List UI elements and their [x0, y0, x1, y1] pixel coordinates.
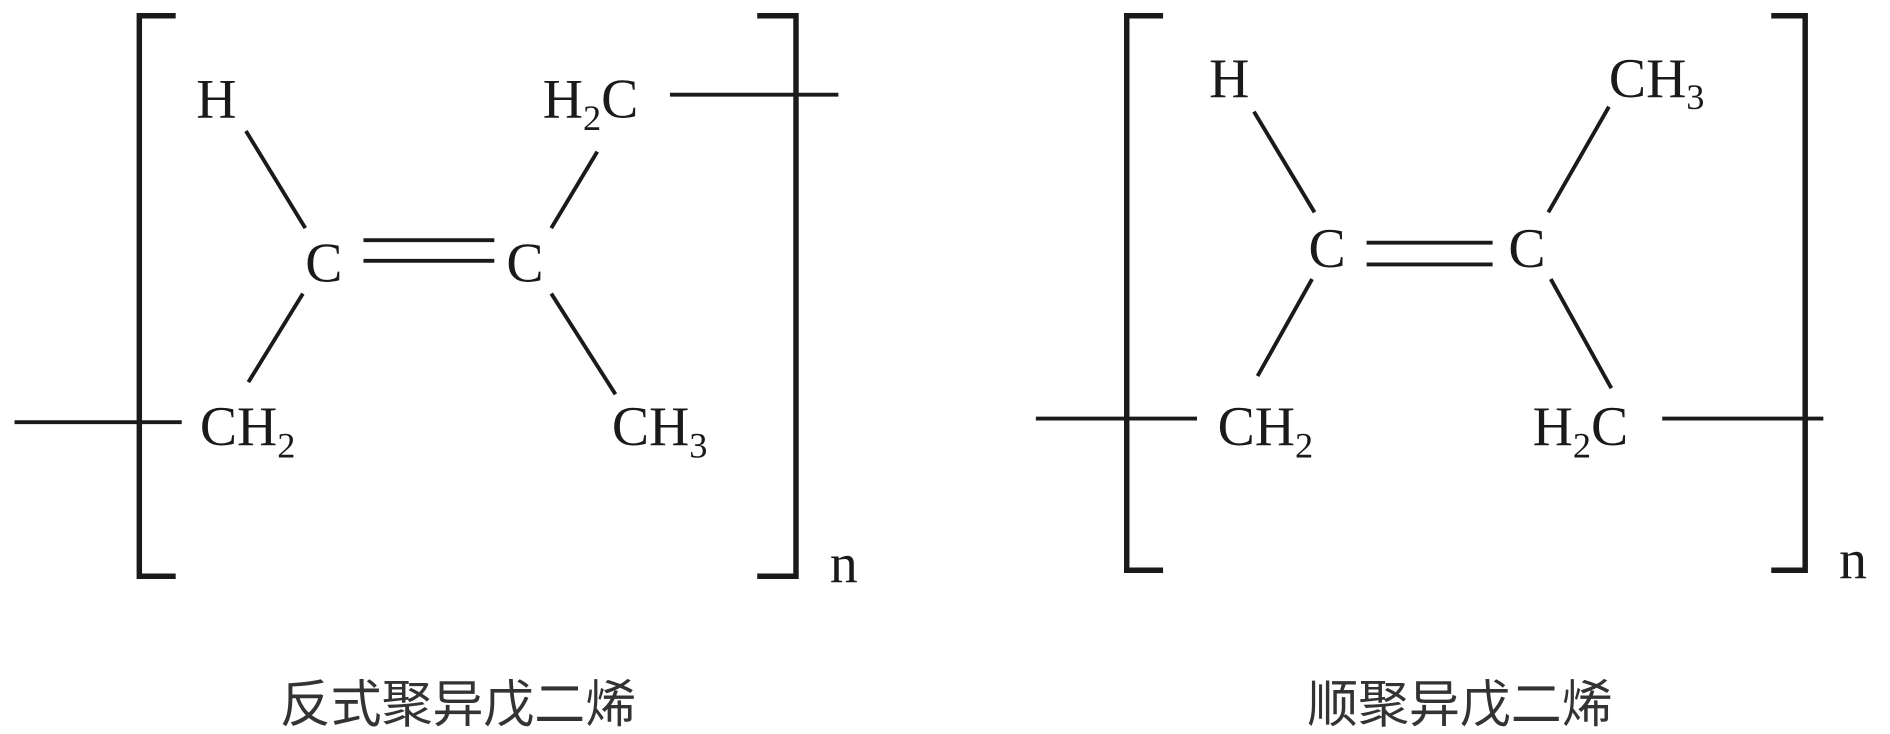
- atom-h: H: [1209, 48, 1249, 110]
- atom-c1: C: [305, 232, 342, 294]
- atom-ch2: CH2: [200, 396, 296, 465]
- atom-h2c: H2C: [1533, 396, 1629, 465]
- bond: [244, 130, 307, 230]
- bond: [1255, 278, 1314, 378]
- right-bracket: [757, 13, 799, 580]
- bond: [549, 292, 618, 396]
- caption-cis: 顺聚异戊二烯: [1307, 676, 1612, 734]
- atom-h2c: H2C: [543, 69, 639, 138]
- repeat-n: n: [830, 533, 858, 595]
- repeat-n: n: [1839, 530, 1867, 592]
- cis-polyisoprene: n H CH3 C C CH2 H2C 顺聚异戊二烯: [1035, 13, 1867, 734]
- right-bracket: [1771, 13, 1808, 573]
- atom-c1: C: [1308, 218, 1345, 280]
- atom-c2: C: [506, 232, 543, 294]
- bond: [1546, 105, 1611, 214]
- left-bracket: [1124, 13, 1164, 573]
- atom-h: H: [196, 69, 236, 131]
- bond: [1549, 278, 1614, 390]
- left-bracket: [136, 13, 176, 580]
- bond: [1252, 110, 1317, 214]
- bond: [246, 292, 305, 384]
- atom-ch3: CH3: [612, 396, 708, 465]
- caption-trans: 反式聚异戊二烯: [280, 676, 636, 734]
- atom-ch2: CH2: [1218, 396, 1314, 465]
- atom-ch3: CH3: [1609, 48, 1705, 117]
- bond: [549, 150, 599, 230]
- atom-c2: C: [1508, 218, 1545, 280]
- trans-polyisoprene: n H H2C C C CH2 CH3 反式聚异戊二烯: [14, 13, 858, 734]
